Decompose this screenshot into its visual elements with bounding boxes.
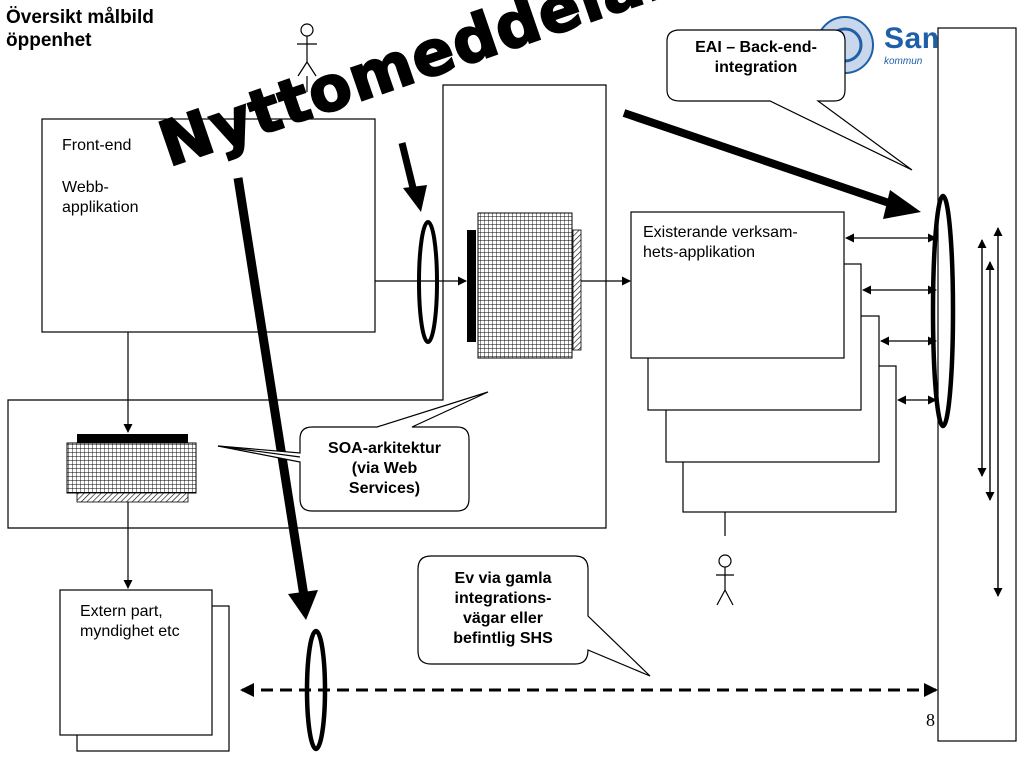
gateway-block <box>467 212 582 359</box>
highlight-ellipse-bus <box>930 193 956 429</box>
callout-eai-text: EAI – Back-end- integration <box>695 39 817 76</box>
user-figure-top <box>297 23 317 92</box>
callout-soa-shape <box>217 391 489 512</box>
highlight-ellipse-external <box>304 628 328 752</box>
page-number: 8 <box>926 710 935 730</box>
callout-eai-shape <box>666 29 913 171</box>
external-party-label: Extern part, myndighet etc <box>80 603 180 640</box>
logo-name: Sam <box>884 22 938 55</box>
frontend-label: Front-end Webb- applikation <box>62 137 139 216</box>
existing-app-label: Existerande verksam- hets-applikation <box>643 224 798 261</box>
user-figure-bottom <box>716 554 734 606</box>
callout-legacy-shape <box>417 555 651 677</box>
logo: Sam kommun <box>884 22 938 67</box>
logo-sub: kommun <box>884 56 923 67</box>
enterprise-boundary <box>7 84 607 529</box>
callout-soa-text: SOA-arkitektur (via Web Services) <box>328 440 441 497</box>
soa-component <box>66 434 197 503</box>
external-box <box>59 589 213 736</box>
page-title: Översikt målbild öppenhet <box>6 7 154 51</box>
highlight-ellipse-gateway <box>417 220 439 344</box>
frontend-box <box>41 118 376 333</box>
existing-app-box <box>630 211 845 359</box>
callout-legacy-text: Ev via gamla integrations- vägar eller b… <box>453 570 553 647</box>
